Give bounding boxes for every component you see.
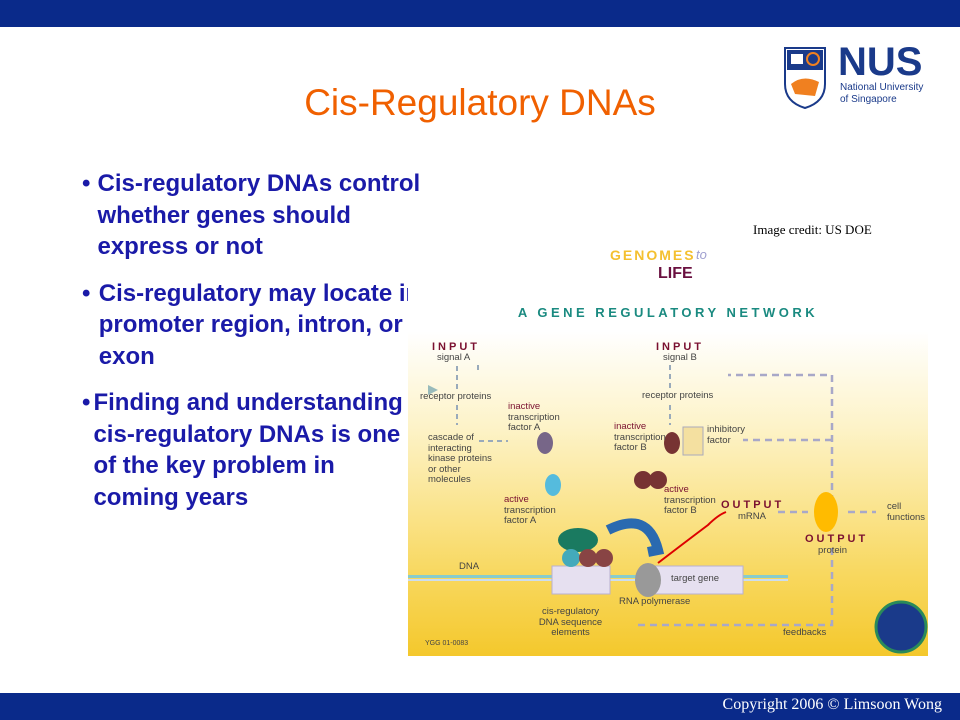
nus-logo: NUS National University of Singapore — [783, 40, 928, 110]
logo-sub2: of Singapore — [840, 94, 897, 105]
bottom-bar — [0, 693, 960, 720]
bullet-text: Cis-regulatory DNAs control whether gene… — [97, 170, 421, 260]
input-b-label: INPUT — [656, 341, 704, 353]
logo-name: NUS — [838, 40, 923, 84]
feedbacks-label: feedbacks — [783, 627, 827, 638]
slide-title: Cis-Regulatory DNAs — [304, 82, 656, 123]
bullet-text: Cis-regulatory may locate in promoter re… — [98, 279, 421, 370]
brand-to: to — [696, 247, 707, 262]
bullet-item: •Cis-regulatory DNAs control whether gen… — [82, 168, 422, 263]
target-gene-label: target gene — [671, 573, 720, 584]
figure-heading: A GENE REGULATORY NETWORK — [517, 305, 819, 320]
figure-code: YGG 01-0083 — [425, 640, 469, 647]
brand-genomes: GENOMES — [610, 247, 696, 263]
input-a-label: INPUT — [432, 341, 480, 353]
bullet-item: •Cis-regulatory may locate in promoter r… — [82, 278, 422, 373]
mrna-label: mRNA — [738, 511, 766, 522]
protein-label: protein — [818, 545, 848, 556]
logo-sub1: National University — [840, 82, 924, 93]
brand-life: LIFE — [658, 265, 693, 282]
gene-regulatory-network-figure: GENOMES to LIFE A GENE REGULATORY NETWOR… — [408, 240, 928, 656]
bullet-item: •Finding and understanding cis-regulator… — [82, 387, 422, 513]
receptor-a-label: receptor proteins — [420, 391, 492, 402]
signal-a-label: signal A — [437, 352, 471, 363]
output-mrna-label: OUTPUT — [721, 499, 785, 511]
diagram-shapes — [408, 365, 928, 654]
dna-label: DNA — [459, 561, 480, 572]
nus-crest-icon — [784, 47, 826, 110]
bullet-text: Finding and understanding cis-regulatory… — [93, 389, 403, 511]
bullet-list: •Cis-regulatory DNAs control whether gen… — [82, 168, 422, 528]
top-bar — [0, 0, 960, 27]
copyright: Copyright 2006 © Limsoon Wong — [722, 696, 942, 713]
output-protein-label: OUTPUT — [805, 533, 869, 545]
receptor-b-label: receptor proteins — [642, 390, 714, 401]
rna-polymerase-label: RNA polymerase — [619, 596, 691, 607]
signal-b-label: signal B — [663, 352, 697, 363]
image-credit: Image credit: US DOE — [753, 222, 872, 237]
